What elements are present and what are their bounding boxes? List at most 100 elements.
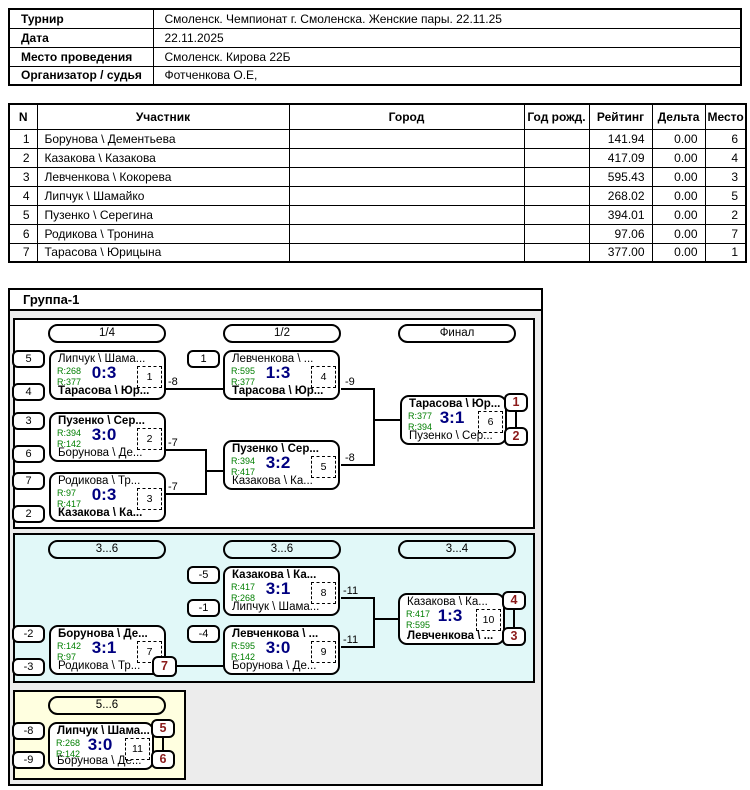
table-row: 4 Липчук \ Шамайко 268.02 0.00 5 bbox=[8, 185, 747, 206]
player-name: Липчук \ Шама... bbox=[232, 601, 320, 613]
match-number: 2 bbox=[137, 428, 162, 450]
cell-rating: 97.06 bbox=[588, 223, 653, 244]
match-box: Казакова \ Ка... R:417 1:3 R:595 Левченк… bbox=[398, 593, 505, 645]
loser-route-label: -11 bbox=[343, 634, 359, 646]
cell-delta: 0.00 bbox=[651, 128, 706, 149]
cell-participant: Тарасова \ Юрицына bbox=[36, 242, 290, 263]
place-box: 5 bbox=[151, 719, 175, 738]
player-name: Левченкова \ ... bbox=[407, 630, 494, 642]
seed-box: -2 bbox=[12, 625, 45, 643]
tournament-info-table: Турнир Смоленск. Чемпионат г. Смоленска.… bbox=[8, 8, 742, 86]
player-name: Борунова \ Де... bbox=[58, 447, 143, 459]
match-score: 3:1 bbox=[265, 579, 291, 598]
match-number: 4 bbox=[311, 366, 336, 388]
cell-place: 7 bbox=[704, 223, 747, 244]
player-name: Казакова \ Ка... bbox=[58, 507, 143, 519]
cell-n: 1 bbox=[8, 128, 38, 149]
player-name: Пузенко \ Сер... bbox=[409, 430, 493, 442]
connector-line bbox=[166, 493, 205, 495]
info-label: Дата bbox=[8, 27, 154, 48]
cell-rating: 394.01 bbox=[588, 204, 653, 225]
match-score: 0:3 bbox=[91, 485, 117, 504]
col-header-rating: Рейтинг bbox=[588, 103, 653, 130]
loser-route-label: -7 bbox=[168, 437, 178, 449]
table-row: 1 Борунова \ Дементьева 141.94 0.00 6 bbox=[8, 128, 747, 149]
info-label: Организатор / судья bbox=[8, 65, 154, 86]
cell-rating: 595.43 bbox=[588, 166, 653, 187]
place-box: 4 bbox=[502, 591, 526, 610]
seed-box: -1 bbox=[187, 599, 220, 617]
player-rating: R:142 bbox=[57, 439, 82, 449]
player-name: Тарасова \ Юр... bbox=[409, 398, 501, 410]
table-row: 6 Родикова \ Тронина 97.06 0.00 7 bbox=[8, 223, 747, 244]
player-rating: R:377 bbox=[231, 377, 256, 387]
col-header-n: N bbox=[8, 103, 38, 130]
connector-line bbox=[373, 618, 398, 620]
player-rating: R:142 bbox=[231, 652, 256, 662]
match-score: 3:0 bbox=[91, 425, 117, 444]
cell-city bbox=[288, 147, 525, 168]
cell-birthyear bbox=[523, 185, 590, 206]
cell-rating: 268.02 bbox=[588, 185, 653, 206]
player-rating: R:97 bbox=[57, 488, 77, 498]
player-name: Казакова \ Ка... bbox=[232, 475, 313, 487]
col-header-delta: Дельта bbox=[651, 103, 706, 130]
table-row: 7 Тарасова \ Юрицына 377.00 0.00 1 bbox=[8, 242, 747, 263]
connector-line bbox=[373, 419, 400, 421]
cell-participant: Борунова \ Дементьева bbox=[36, 128, 290, 149]
match-number: 10 bbox=[476, 609, 501, 631]
player-rating: R:97 bbox=[57, 652, 77, 662]
player-rating: R:595 bbox=[231, 366, 256, 376]
player-name: Борунова \ Де... bbox=[58, 628, 148, 640]
player-name: Борунова \ Де... bbox=[232, 660, 317, 672]
info-row: Турнир Смоленск. Чемпионат г. Смоленска.… bbox=[8, 8, 742, 29]
match-box: Борунова \ Де... R:142 3:1 R:97 Родикова… bbox=[49, 625, 166, 675]
place-box: 1 bbox=[504, 393, 528, 412]
cell-delta: 0.00 bbox=[651, 223, 706, 244]
round-label: 3...4 bbox=[398, 540, 516, 559]
match-score: 3:2 bbox=[265, 453, 291, 472]
info-label: Турнир bbox=[8, 8, 154, 29]
info-row: Дата 22.11.2025 bbox=[8, 27, 742, 48]
seed-box: -9 bbox=[12, 751, 45, 769]
info-label: Место проведения bbox=[8, 46, 154, 67]
cell-n: 3 bbox=[8, 166, 38, 187]
info-row: Организатор / судья Фотченкова О.Е, bbox=[8, 65, 742, 86]
player-rating: R:417 bbox=[231, 582, 256, 592]
cell-birthyear bbox=[523, 242, 590, 263]
cell-place: 1 bbox=[704, 242, 747, 263]
table-row: 2 Казакова \ Казакова 417.09 0.00 4 bbox=[8, 147, 747, 168]
cell-city bbox=[288, 204, 525, 225]
connector-line bbox=[373, 388, 375, 466]
seed-box: -3 bbox=[12, 658, 45, 676]
cell-place: 4 bbox=[704, 147, 747, 168]
seed-box: 6 bbox=[12, 445, 45, 463]
cell-participant: Пузенко \ Серегина bbox=[36, 204, 290, 225]
match-box: Липчук \ Шама... R:268 0:3 R:377 Тарасов… bbox=[49, 350, 166, 400]
player-name: Казакова \ Ка... bbox=[232, 569, 317, 581]
match-box: Пузенко \ Сер... R:394 3:0 R:142 Борунов… bbox=[49, 412, 166, 462]
player-rating: R:142 bbox=[57, 641, 82, 651]
cell-place: 6 bbox=[704, 128, 747, 149]
match-number: 1 bbox=[137, 366, 162, 388]
col-header-participant: Участник bbox=[36, 103, 290, 130]
cell-participant: Липчук \ Шамайко bbox=[36, 185, 290, 206]
player-name: Левченкова \ ... bbox=[232, 353, 314, 365]
player-rating: R:268 bbox=[56, 738, 81, 748]
player-rating: R:394 bbox=[231, 456, 256, 466]
match-box: Пузенко \ Сер... R:394 3:2 R:417 Казаков… bbox=[223, 440, 340, 490]
cell-birthyear bbox=[523, 128, 590, 149]
table-row: 3 Левченкова \ Кокорева 595.43 0.00 3 bbox=[8, 166, 747, 187]
connector-line bbox=[515, 411, 517, 427]
connector-line bbox=[205, 449, 207, 495]
cell-participant: Родикова \ Тронина bbox=[36, 223, 290, 244]
round-label: Финал bbox=[398, 324, 516, 343]
info-value: Фотченкова О.Е, bbox=[152, 65, 742, 86]
cell-n: 2 bbox=[8, 147, 38, 168]
match-box: Левченкова \ ... R:595 1:3 R:377 Тарасов… bbox=[223, 350, 340, 400]
player-name: Пузенко \ Сер... bbox=[232, 443, 319, 455]
loser-route-label: -8 bbox=[345, 452, 355, 464]
player-rating: R:595 bbox=[406, 620, 431, 630]
player-name: Борунова \ Де... bbox=[57, 755, 142, 767]
